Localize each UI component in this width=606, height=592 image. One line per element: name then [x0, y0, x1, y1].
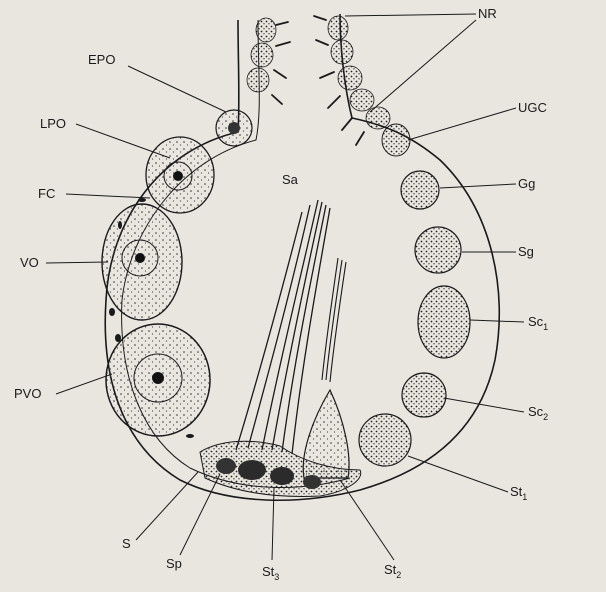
sperm-tails — [322, 258, 346, 382]
undifferentiated-germ-cell — [382, 124, 410, 156]
label-st2: St2 — [384, 562, 401, 580]
secondary-spermatocyte-cyst — [402, 373, 446, 417]
label-st1-base: St — [510, 484, 523, 499]
label-st3: St3 — [262, 564, 279, 582]
label-st1: St1 — [510, 484, 527, 502]
vitellogenic-oocyte — [102, 204, 182, 320]
label-pvo: PVO — [14, 386, 41, 401]
label-s: S — [122, 536, 131, 551]
label-st3-base: St — [262, 564, 275, 579]
label-sg: Sg — [518, 244, 534, 259]
label-sc1: Sc1 — [528, 314, 548, 332]
spermatogonia-cyst — [415, 227, 461, 273]
label-gg: Gg — [518, 176, 535, 191]
label-sc2-sub: 2 — [543, 412, 548, 422]
label-sp: Sp — [166, 556, 182, 571]
neck-cells — [247, 16, 390, 129]
label-sc2-base: Sc — [528, 404, 544, 419]
gonial-cyst — [401, 171, 439, 209]
label-st3-sub: 3 — [274, 572, 279, 582]
late-previtellogenic-oocyte — [146, 137, 214, 213]
label-st2-base: St — [384, 562, 397, 577]
label-fc: FC — [38, 186, 55, 201]
label-sc2: Sc2 — [528, 404, 548, 422]
early-spermatid-cyst — [359, 414, 411, 466]
label-st1-sub: 1 — [522, 492, 527, 502]
primary-spermatocyte-cyst — [418, 286, 470, 358]
label-epo: EPO — [88, 52, 115, 67]
label-vo: VO — [20, 255, 39, 270]
label-sc1-base: Sc — [528, 314, 544, 329]
label-nr: NR — [478, 6, 497, 21]
label-lpo: LPO — [40, 116, 66, 131]
label-sa: Sa — [282, 172, 299, 187]
label-st2-sub: 2 — [396, 570, 401, 580]
post-vitellogenic-oocyte — [106, 324, 210, 436]
label-sc1-sub: 1 — [543, 322, 548, 332]
label-ugc: UGC — [518, 100, 547, 115]
early-previtellogenic-oocyte — [216, 110, 252, 146]
